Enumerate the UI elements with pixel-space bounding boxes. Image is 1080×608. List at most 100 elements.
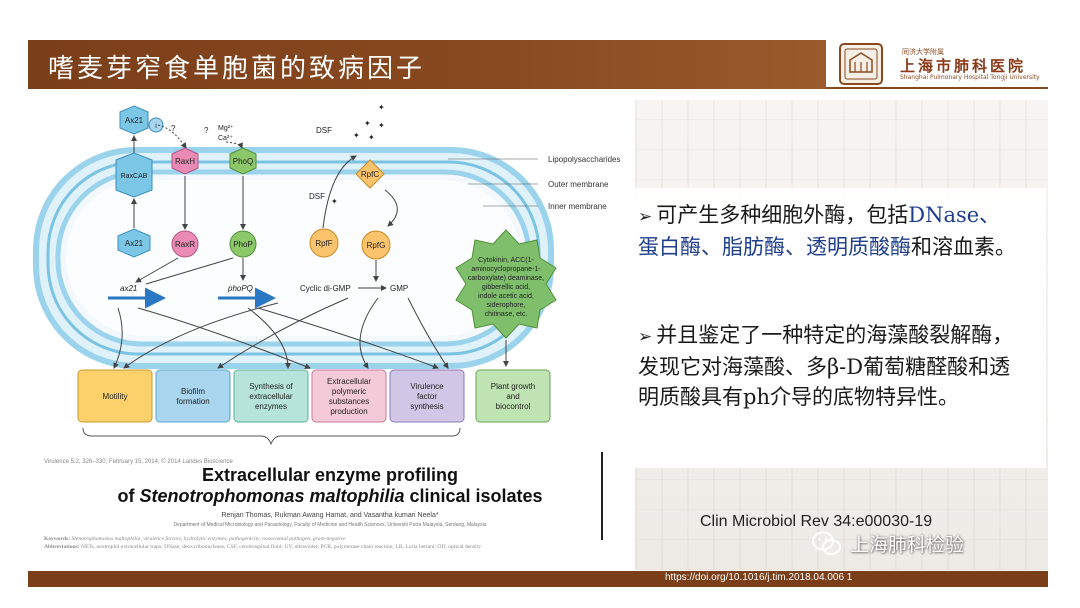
paper-title-line-2: of Stenotrophomonas maltophilia clinical… [117, 486, 543, 506]
ax21-top-node [119, 105, 149, 135]
arrow-bullet-icon: ➢ [638, 207, 653, 227]
burst-line-1: Cytokinin, ACC(1- [478, 257, 534, 264]
svg-text:Virulence: Virulence [410, 382, 444, 391]
bullet-2-text: 并且鉴定了一种特定的海藻酸裂解酶，发现它对海藻酸、多β-D葡萄糖醛酸和透明质酸具… [638, 323, 1014, 409]
svg-text:Synthesis of: Synthesis of [249, 382, 293, 391]
doi-link[interactable]: https://doi.org/10.1016/j.tim.2018.04.00… [665, 572, 853, 583]
svg-text:and: and [506, 392, 519, 401]
svg-text:✦: ✦ [353, 131, 360, 140]
svg-text:Motility: Motility [103, 392, 128, 401]
paper-authors: Renjan Thomas, Rukman Awang Hamat, and V… [221, 512, 439, 519]
label-inner-membrane: Inner membrane [548, 202, 607, 211]
title-bar: 嗜麦芽窄食单胞菌的致病因子 [28, 40, 826, 89]
svg-text:✦: ✦ [368, 133, 375, 142]
hospital-name: 上海市肺科医院 [900, 57, 1027, 75]
bullet-1-lead: 可产生多种细胞外酶，包括 [656, 203, 909, 227]
svg-text:Extracellular: Extracellular [327, 377, 371, 386]
svg-text:RpfC: RpfC [361, 170, 379, 179]
raxr-node [171, 230, 199, 258]
svg-text:DSF: DSF [309, 192, 325, 201]
svg-text:DSF: DSF [316, 126, 332, 135]
phop-node [229, 230, 257, 258]
ax21-mid-node [117, 228, 151, 258]
phoq-node [229, 147, 257, 175]
svg-text:GMP: GMP [390, 284, 408, 293]
svg-text:Mg²⁺: Mg²⁺ [218, 125, 234, 132]
svg-text:enzymes: enzymes [255, 402, 287, 411]
burst-line-7: chitinase, etc. [485, 311, 528, 318]
label-lps: Lipopolysaccharides [548, 155, 621, 164]
rpfc-node [355, 159, 385, 189]
svg-text:Ax21: Ax21 [125, 239, 144, 248]
burst-line-4: gibberellic acid, [482, 284, 530, 291]
slide-title: 嗜麦芽窄食单胞菌的致病因子 [48, 54, 426, 84]
svg-text:Ca²⁺: Ca²⁺ [218, 135, 233, 142]
svg-text:formation: formation [176, 397, 209, 406]
citation: Clin Microbiol Rev 34:e00030-19 [700, 513, 933, 530]
burst-line-6: siderophore, [487, 302, 526, 309]
svg-text:phoPQ: phoPQ [227, 284, 253, 293]
burst-line-2: aminocyclopropane-1- [471, 266, 541, 273]
svg-text:Cyclic di-GMP: Cyclic di-GMP [300, 284, 351, 293]
phenotype-box-motility: Motility [77, 369, 153, 423]
svg-text:Ax21: Ax21 [125, 116, 144, 125]
svg-text:✦: ✦ [364, 119, 371, 128]
phenotype-box-virulence: Virulence factor synthesis [389, 369, 465, 423]
svg-text:polymeric: polymeric [332, 387, 366, 396]
plant-factors-burst [455, 229, 557, 339]
svg-text:PhoP: PhoP [233, 240, 253, 249]
svg-text:RaxH: RaxH [175, 157, 195, 166]
svg-text:?: ? [171, 124, 176, 133]
phenotype-box-biofilm: Biofilm formation [155, 369, 231, 423]
svg-text:substances: substances [329, 397, 369, 406]
bullet-1-highlight: DNase、蛋白酶、脂肪酶、透明质酸酶 [638, 203, 1001, 259]
raxcab-node [115, 152, 153, 198]
svg-text:✦: ✦ [378, 103, 385, 112]
svg-text:RaxCAB: RaxCAB [121, 173, 148, 180]
text-panel [632, 188, 1046, 468]
svg-text:production: production [330, 407, 367, 416]
svg-text:i: i [155, 123, 157, 130]
wechat-watermark: 上海肺科检验 [812, 530, 964, 557]
hospital-seal-icon [839, 43, 883, 85]
bottom-bar [28, 571, 1048, 587]
phenotype-box-eps: Extracellular polymeric substances produ… [311, 369, 387, 423]
svg-text:synthesis: synthesis [410, 402, 443, 411]
logo-caption-bottom: Shanghai Pulmonary Hospital Tongji Unive… [900, 74, 1040, 81]
divider-line [601, 452, 603, 540]
ax21-badge-icon [148, 117, 164, 133]
bullet-2: ➢并且鉴定了一种特定的海藻酸裂解酶，发现它对海藻酸、多β-D葡萄糖醛酸和透明质酸… [638, 320, 1023, 412]
bullet-1: ➢可产生多种细胞外酶，包括DNase、蛋白酶、脂肪酶、透明质酸酶和溶血素。 [638, 200, 1018, 262]
paper-header: Virulence 5:2, 326–330; February 15, 201… [44, 459, 233, 465]
wechat-icon [812, 531, 841, 555]
svg-text:factor: factor [417, 392, 437, 401]
svg-text:extracellular: extracellular [249, 392, 292, 401]
svg-text:?: ? [204, 126, 209, 135]
svg-text:✦: ✦ [331, 197, 338, 206]
phenotype-box-plant: Plant growth and biocontrol [475, 369, 551, 423]
svg-text:RpfG: RpfG [367, 241, 386, 250]
burst-line-5: indole acetic acid, [478, 293, 534, 300]
rpfg-node [361, 230, 391, 260]
svg-text:biocontrol: biocontrol [496, 402, 531, 411]
paper-keywords: Keywords: Stenotrophomonas maltophilia, … [44, 536, 482, 550]
paper-title-line-1: Extracellular enzyme profiling [201, 465, 459, 485]
svg-text:Plant growth: Plant growth [491, 382, 535, 391]
svg-text:RaxR: RaxR [175, 240, 195, 249]
arrow-bullet-icon: ➢ [638, 327, 653, 347]
svg-text:PhoQ: PhoQ [233, 157, 253, 166]
svg-text:RpfF: RpfF [315, 239, 332, 248]
svg-text:Biofilm: Biofilm [181, 387, 205, 396]
logo-caption-top: 同济大学附属 [902, 48, 944, 56]
label-outer-membrane: Outer membrane [548, 180, 609, 189]
phenotype-box-enzymes: Synthesis of extracellular enzymes [233, 369, 309, 423]
wechat-account-name: 上海肺科检验 [850, 534, 965, 556]
bullet-1-tail: 和溶血素。 [911, 235, 1016, 259]
burst-line-3: carboxylate) deaminase, [468, 275, 544, 282]
pathogenic-mechanism-diagram: Lipopolysaccharides Outer membrane Inner… [28, 98, 628, 568]
raxh-node [171, 147, 199, 175]
paper-affiliation: Department of Medical Microbiology and P… [173, 522, 487, 528]
organism-name: Stenotrophomonas maltophilia [139, 486, 405, 506]
svg-text:ax21: ax21 [120, 284, 137, 293]
svg-text:✦: ✦ [378, 121, 385, 130]
